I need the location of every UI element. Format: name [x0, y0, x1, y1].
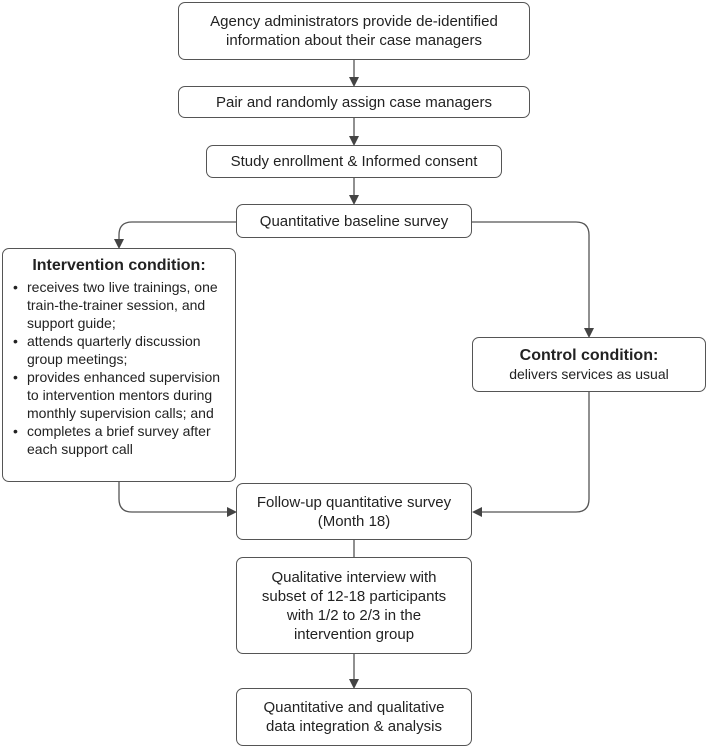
intervention-item: completes a brief survey after each supp…	[13, 422, 225, 458]
control-box: Control condition: delivers services as …	[472, 337, 706, 392]
intervention-box: Intervention condition: receives two liv…	[2, 248, 236, 482]
baseline-box: Quantitative baseline survey	[236, 204, 472, 238]
arrow-intervention-to-followup	[118, 482, 237, 517]
intervention-list: receives two live trainings, one train-t…	[13, 278, 225, 458]
intervention-item: receives two live trainings, one train-t…	[13, 278, 225, 332]
agency-line-2: information about their case managers	[226, 32, 482, 49]
qualitative-line-1: Qualitative interview with	[271, 568, 437, 586]
followup-line-2: (Month 18)	[317, 512, 391, 530]
arrow-baseline-to-intervention	[114, 221, 236, 249]
followup-line-1: Follow-up quantitative survey	[256, 493, 452, 511]
baseline-text: Quantitative baseline survey	[259, 212, 449, 230]
agency-box: Agency administrators provide de-identif…	[178, 2, 530, 60]
intervention-item: attends quarterly discussion group meeti…	[13, 332, 225, 368]
qualitative-box: Qualitative interview with subset of 12-…	[236, 557, 472, 654]
arrow-control-to-followup	[472, 392, 590, 517]
agency-line-1: Agency administrators provide de-identif…	[210, 13, 498, 30]
control-title: Control condition:	[519, 346, 659, 364]
pair-text: Pair and randomly assign case managers	[216, 93, 492, 111]
pair-box: Pair and randomly assign case managers	[178, 86, 530, 118]
integration-line-1: Quantitative and qualitative	[263, 699, 445, 716]
arrow-baseline-to-control	[472, 221, 594, 338]
integration-box: Quantitative and qualitative data integr…	[236, 688, 472, 746]
intervention-item: provides enhanced supervision to interve…	[13, 368, 225, 422]
enroll-box: Study enrollment & Informed consent	[206, 145, 502, 178]
followup-box: Follow-up quantitative survey (Month 18)	[236, 483, 472, 540]
qualitative-line-2: subset of 12-18 participants	[261, 587, 447, 605]
enroll-text: Study enrollment & Informed consent	[230, 153, 478, 170]
qualitative-line-4: intervention group	[293, 625, 415, 643]
qualitative-line-3: with 1/2 to 2/3 in the	[286, 606, 422, 624]
integration-line-2: data integration & analysis	[266, 718, 442, 735]
intervention-title: Intervention condition:	[32, 257, 206, 274]
control-text: delivers services as usual	[509, 365, 669, 382]
